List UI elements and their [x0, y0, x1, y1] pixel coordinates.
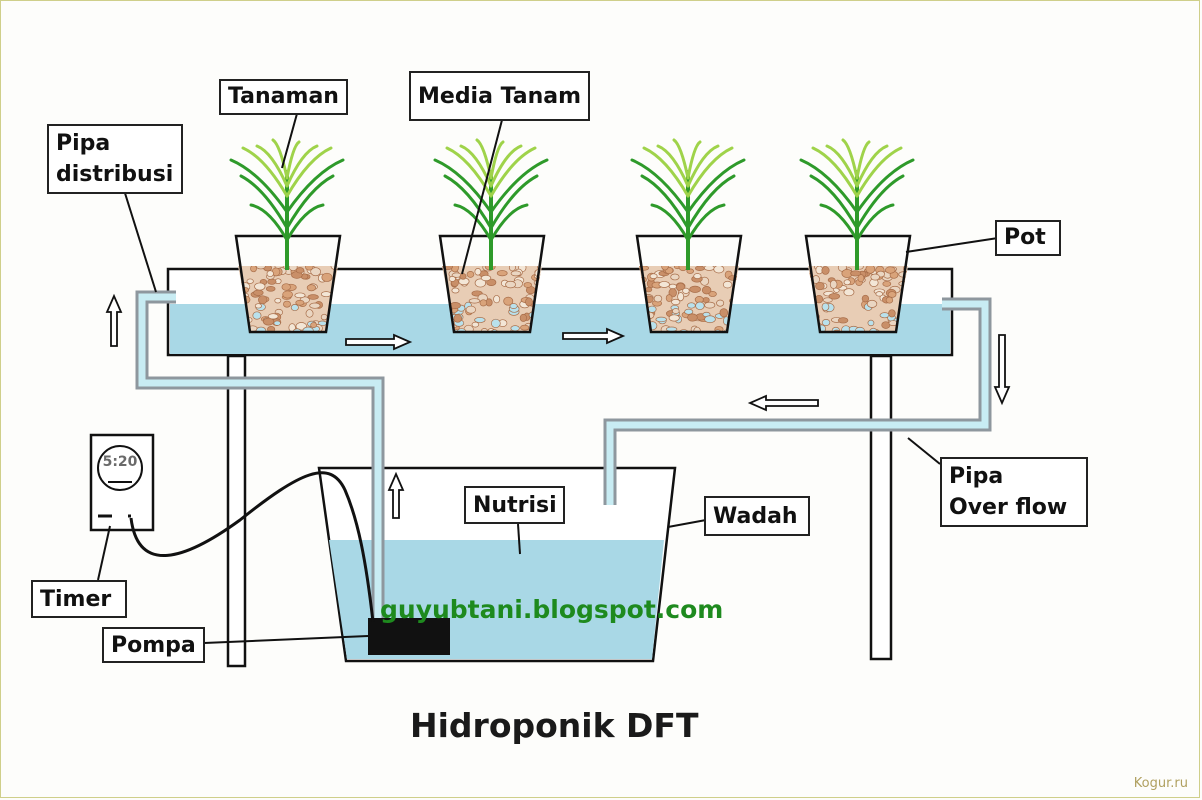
pot-3: [630, 138, 746, 334]
flow-arrow-up-pump: [387, 471, 405, 519]
label-pipa-distribusi: Pipa distribusi: [47, 124, 183, 194]
diagram-title: Hidroponik DFT: [410, 706, 699, 745]
label-nutrisi: Nutrisi: [464, 486, 565, 524]
flow-arrow-down: [993, 334, 1011, 406]
pot-2: [433, 138, 549, 334]
plant-1: [229, 138, 345, 270]
pots: [229, 138, 915, 334]
pot-1: [229, 138, 345, 334]
label-pot: Pot: [995, 220, 1061, 256]
timer-device: [89, 433, 155, 532]
site-credit: Kogur.ru: [1133, 776, 1188, 791]
timer-readout: 5:20: [102, 454, 138, 470]
label-wadah: Wadah: [704, 496, 810, 536]
flow-arrow-up-left: [105, 293, 123, 347]
label-timer: Timer: [31, 580, 127, 618]
growing-media: [639, 266, 739, 331]
growing-media: [808, 266, 908, 331]
plant-2: [433, 138, 549, 270]
flow-arrow-right-1: [345, 333, 413, 351]
leader-lines: [97, 109, 999, 644]
pot-4: [799, 138, 915, 334]
label-pipa-overflow: Pipa Over flow: [940, 457, 1088, 527]
watermark-text: guyubtani.blogspot.com: [380, 595, 724, 624]
flow-arrow-left: [747, 394, 819, 412]
flow-arrows: [105, 293, 1011, 519]
plant-4: [799, 138, 915, 270]
plant-3: [630, 138, 746, 270]
label-tanaman: Tanaman: [219, 79, 348, 115]
label-pompa: Pompa: [102, 627, 205, 663]
power-cable: [129, 471, 375, 623]
table-leg-left: [226, 354, 247, 668]
pump: [368, 618, 450, 655]
flow-arrow-right-2: [562, 327, 626, 345]
label-media-tanam: Media Tanam: [409, 71, 591, 121]
table-leg-right: [869, 354, 893, 661]
growing-media: [442, 266, 542, 331]
